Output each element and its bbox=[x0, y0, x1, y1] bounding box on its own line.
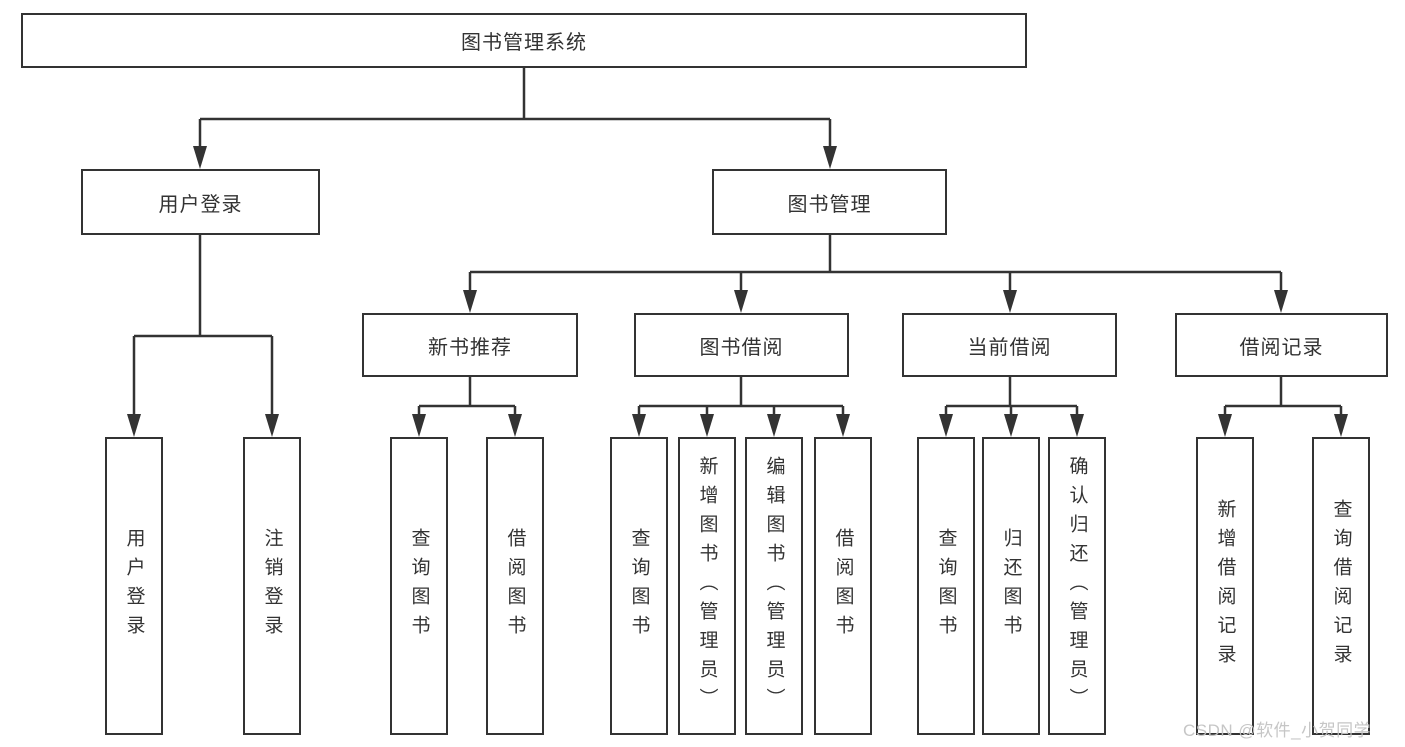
leaf-add-borrow-record-label: 新增借阅记录 bbox=[1214, 499, 1236, 673]
node-current-borrowing-label: 当前借阅 bbox=[967, 336, 1052, 359]
node-book-borrowing: 图书借阅 bbox=[634, 313, 849, 377]
leaf-add-books-admin: 新增图书（管理员） bbox=[678, 437, 736, 735]
node-root-label: 图书管理系统 bbox=[461, 32, 587, 54]
node-borrow-records: 借阅记录 bbox=[1175, 313, 1388, 377]
node-book-management-label: 图书管理 bbox=[787, 193, 872, 216]
leaf-query-books-borrowing: 查询图书 bbox=[610, 437, 668, 735]
leaf-query-books-borrowing-label: 查询图书 bbox=[628, 528, 650, 644]
leaf-borrow-books-recommend: 借阅图书 bbox=[486, 437, 544, 735]
leaf-confirm-return-admin: 确认归还（管理员） bbox=[1048, 437, 1106, 735]
node-user-login: 用户登录 bbox=[81, 169, 320, 235]
node-new-book-recommend-label: 新书推荐 bbox=[428, 336, 512, 359]
arrowheads bbox=[127, 146, 1348, 437]
leaf-query-books-recommend: 查询图书 bbox=[390, 437, 448, 735]
leaf-add-borrow-record: 新增借阅记录 bbox=[1196, 437, 1254, 735]
leaf-user-login-label: 用户登录 bbox=[123, 528, 145, 644]
node-book-borrowing-label: 图书借阅 bbox=[699, 336, 784, 359]
node-new-book-recommend: 新书推荐 bbox=[362, 313, 578, 377]
leaf-logout-login-label: 注销登录 bbox=[261, 528, 283, 644]
tree-edges bbox=[132, 68, 1343, 418]
node-root-system: 图书管理系统 bbox=[21, 13, 1027, 68]
leaf-borrow-books-label: 借阅图书 bbox=[832, 528, 854, 644]
leaf-return-books: 归还图书 bbox=[982, 437, 1040, 735]
csdn-watermark: CSDN @软件_小贺同学 bbox=[1183, 721, 1372, 740]
node-book-management: 图书管理 bbox=[712, 169, 947, 235]
leaf-query-borrow-record-label: 查询借阅记录 bbox=[1330, 499, 1352, 673]
leaf-return-books-label: 归还图书 bbox=[1000, 528, 1022, 644]
leaf-confirm-return-admin-label: 确认归还（管理员） bbox=[1066, 455, 1088, 717]
leaf-query-books-current: 查询图书 bbox=[917, 437, 975, 735]
leaf-edit-books-admin: 编辑图书（管理员） bbox=[745, 437, 803, 735]
node-borrow-records-label: 借阅记录 bbox=[1239, 336, 1324, 359]
leaf-query-books-current-label: 查询图书 bbox=[935, 528, 957, 644]
leaf-borrow-books-recommend-label: 借阅图书 bbox=[504, 528, 526, 644]
leaf-logout-login: 注销登录 bbox=[243, 437, 301, 735]
leaf-user-login: 用户登录 bbox=[105, 437, 163, 735]
leaf-edit-books-admin-label: 编辑图书（管理员） bbox=[763, 455, 785, 717]
leaf-query-borrow-record: 查询借阅记录 bbox=[1312, 437, 1370, 735]
leaf-add-books-admin-label: 新增图书（管理员） bbox=[696, 455, 718, 717]
leaf-query-books-recommend-label: 查询图书 bbox=[408, 528, 430, 644]
node-current-borrowing: 当前借阅 bbox=[902, 313, 1117, 377]
leaf-borrow-books: 借阅图书 bbox=[814, 437, 872, 735]
node-user-login-label: 用户登录 bbox=[158, 193, 243, 216]
